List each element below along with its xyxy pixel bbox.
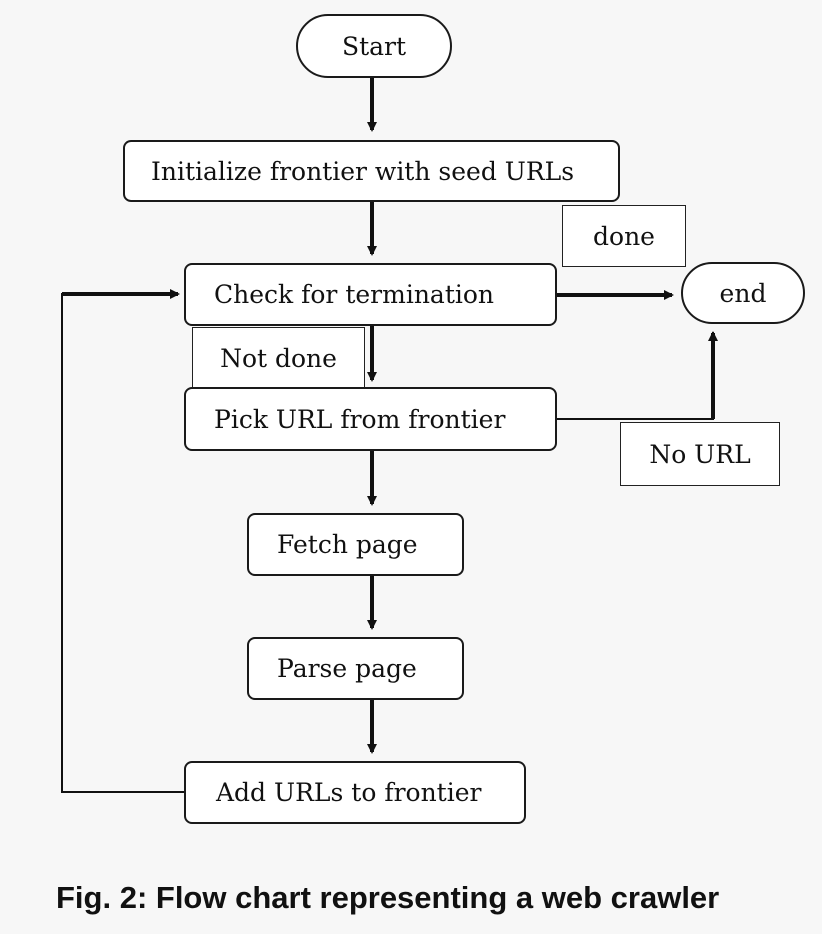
end-node: end xyxy=(681,262,805,324)
check-termination-node: Check for termination xyxy=(184,263,557,326)
initialize-node: Initialize frontier with seed URLs xyxy=(123,140,620,202)
parse-page-node: Parse page xyxy=(247,637,464,700)
not-done-label: Not done xyxy=(192,327,365,389)
pick-url-node: Pick URL from frontier xyxy=(184,387,557,451)
edge-add-loop-back xyxy=(61,293,185,793)
edge-pick-to-end xyxy=(557,332,714,420)
done-label: done xyxy=(562,205,686,267)
fetch-page-node: Fetch page xyxy=(247,513,464,576)
figure-caption: Fig. 2: Flow chart representing a web cr… xyxy=(56,880,720,915)
start-node: Start xyxy=(296,14,452,78)
no-url-label: No URL xyxy=(620,422,780,486)
add-urls-node: Add URLs to frontier xyxy=(184,761,526,824)
